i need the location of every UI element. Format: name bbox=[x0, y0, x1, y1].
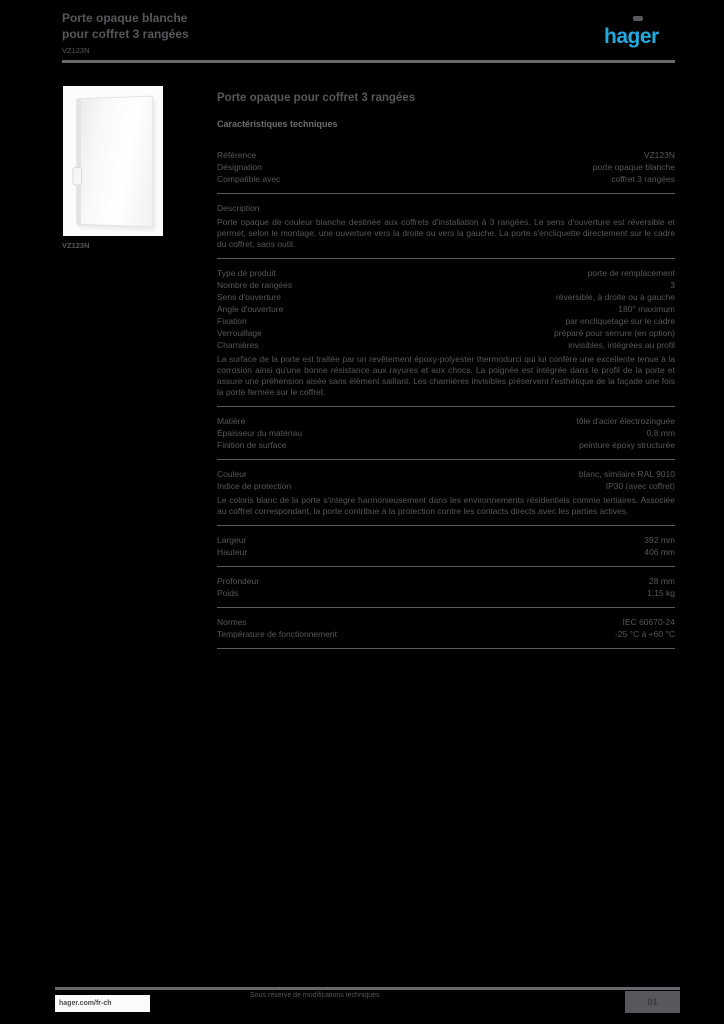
spec-value: VZ123N bbox=[643, 150, 675, 160]
spec-row: Épaisseur du matériau 0,8 mm bbox=[217, 427, 675, 439]
spec-row: Désignation porte opaque blanche bbox=[217, 161, 675, 173]
spec-row: Finition de surface peinture époxy struct… bbox=[217, 439, 675, 451]
spec-label: Normes bbox=[217, 617, 247, 627]
spec-label: Désignation bbox=[217, 162, 262, 172]
door-illustration bbox=[72, 95, 154, 228]
spec-value: 392 mm bbox=[644, 535, 675, 545]
section-heading: Porte opaque pour coffret 3 rangées bbox=[217, 92, 416, 104]
spec-row: Type de produit porte de remplacement bbox=[217, 267, 675, 279]
spec-label: Hauteur bbox=[217, 547, 248, 557]
footer-note: Sous réserve de modifications techniques bbox=[250, 992, 380, 999]
spec-value: préparé pour serrure (en option) bbox=[554, 328, 675, 338]
spec-value: peinture époxy structurée bbox=[579, 440, 675, 450]
spec-row: Verrouillage préparé pour serrure (en opt… bbox=[217, 327, 675, 339]
door-edge bbox=[77, 99, 82, 224]
spec-paragraph: Porte opaque de couleur blanche destinée… bbox=[217, 217, 675, 249]
page-number-badge: 01 bbox=[625, 991, 680, 1013]
spec-value: invisibles, intégrées au profil bbox=[568, 340, 675, 350]
spec-label: Largeur bbox=[217, 535, 247, 545]
spec-row: Indice de protection IP30 (avec coffret) bbox=[217, 480, 675, 492]
door-handle bbox=[72, 166, 82, 186]
spec-value: 0,8 mm bbox=[646, 428, 675, 438]
spec-value: 3 bbox=[670, 280, 675, 290]
spec-row: Normes IEC 60670-24 bbox=[217, 616, 675, 628]
spec-row: Hauteur 406 mm bbox=[217, 546, 675, 558]
header-divider bbox=[62, 60, 675, 63]
spec-label: Profondeur bbox=[217, 576, 260, 586]
page-title-reference: VZ123N bbox=[62, 46, 90, 55]
spec-group: Référence VZ123N Désignation porte opaque b… bbox=[217, 141, 675, 194]
spec-label: Angle d'ouverture bbox=[217, 304, 284, 314]
spec-value: 1,15 kg bbox=[647, 588, 675, 598]
spec-row: Matière tôle d'acier électrozinguée bbox=[217, 415, 675, 427]
product-reference-label: VZ123N bbox=[62, 241, 90, 250]
spec-label: Matière bbox=[217, 416, 246, 426]
spec-label: Type de produit bbox=[217, 268, 276, 278]
spec-row: Charnières invisibles, intégrées au profi… bbox=[217, 339, 675, 351]
footer-divider bbox=[55, 987, 680, 990]
spec-value: 180° maximum bbox=[618, 304, 675, 314]
spec-value: porte opaque blanche bbox=[592, 162, 675, 172]
spec-label: Finition de surface bbox=[217, 440, 287, 450]
spec-value: coffret 3 rangées bbox=[611, 174, 675, 184]
spec-value: IEC 60670-24 bbox=[622, 617, 675, 627]
product-image bbox=[63, 86, 163, 236]
spec-paragraph: Le coloris blanc de la porte s'intègre h… bbox=[217, 495, 675, 516]
spec-label: Nombre de rangées bbox=[217, 280, 293, 290]
spec-value: porte de remplacement bbox=[587, 268, 675, 278]
footer-url-link[interactable]: hager.com/fr-ch bbox=[59, 1000, 112, 1007]
spec-value: tôle d'acier électrozinguée bbox=[576, 416, 676, 426]
hager-logo: hager bbox=[604, 25, 659, 48]
spec-label: Poids bbox=[217, 588, 239, 598]
page-title-line2: pour coffret 3 rangées bbox=[62, 27, 189, 41]
spec-label: Compatible avec bbox=[217, 174, 281, 184]
spec-group: Profondeur 28 mm Poids 1,15 kg bbox=[217, 567, 675, 608]
spec-row: Fixation par encliquetage sur le cadre bbox=[217, 315, 675, 327]
spec-row: Sens d'ouverture réversible, à droite ou … bbox=[217, 291, 675, 303]
spec-label: Épaisseur du matériau bbox=[217, 428, 303, 438]
spec-groups: Référence VZ123N Désignation porte opaque b… bbox=[217, 141, 675, 649]
spec-value: blanc, similaire RAL 9010 bbox=[578, 469, 675, 479]
spec-label: Couleur bbox=[217, 469, 247, 479]
main-column: Porte opaque pour coffret 3 rangées Cara… bbox=[217, 92, 675, 649]
spec-row: Poids 1,15 kg bbox=[217, 587, 675, 599]
footer-url-box: hager.com/fr-ch bbox=[55, 995, 150, 1012]
spec-value: -25 °C à +60 °C bbox=[615, 629, 675, 639]
section-subheading: Caractéristiques techniques bbox=[217, 119, 338, 129]
spec-row: Compatible avec coffret 3 rangées bbox=[217, 173, 675, 185]
spec-row: Description bbox=[217, 202, 675, 214]
spec-label: Sens d'ouverture bbox=[217, 292, 281, 302]
spec-group: Largeur 392 mm Hauteur 406 mm bbox=[217, 526, 675, 567]
spec-label: Indice de protection bbox=[217, 481, 292, 491]
spec-value: 28 mm bbox=[649, 576, 675, 586]
spec-paragraph: La surface de la porte est traitée par u… bbox=[217, 354, 675, 397]
spec-row: Angle d'ouverture 180° maximum bbox=[217, 303, 675, 315]
hager-logo-mark-icon bbox=[633, 16, 643, 21]
spec-value: par encliquetage sur le cadre bbox=[565, 316, 675, 326]
spec-row: Profondeur 28 mm bbox=[217, 575, 675, 587]
spec-row: Température de fonctionnement -25 °C à +6… bbox=[217, 628, 675, 640]
spec-value: IP30 (avec coffret) bbox=[605, 481, 675, 491]
spec-label: Référence bbox=[217, 150, 257, 160]
spec-row: Couleur blanc, similaire RAL 9010 bbox=[217, 468, 675, 480]
spec-row: Référence VZ123N bbox=[217, 149, 675, 161]
spec-value: réversible, à droite ou à gauche bbox=[555, 292, 675, 302]
spec-label: Charnières bbox=[217, 340, 259, 350]
spec-value: 406 mm bbox=[644, 547, 675, 557]
spec-row: Nombre de rangées 3 bbox=[217, 279, 675, 291]
spec-label: Température de fonctionnement bbox=[217, 629, 338, 639]
page-title-line1: Porte opaque blanche bbox=[62, 11, 188, 25]
spec-row: Largeur 392 mm bbox=[217, 534, 675, 546]
spec-label: Verrouillage bbox=[217, 328, 262, 338]
spec-label: Fixation bbox=[217, 316, 247, 326]
spec-label: Description bbox=[217, 203, 260, 213]
